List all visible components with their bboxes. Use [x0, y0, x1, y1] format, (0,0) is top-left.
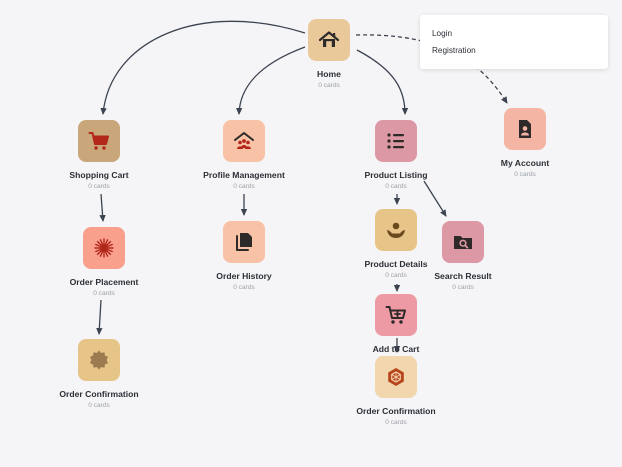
- node-order-history[interactable]: Order History 0 cards: [184, 221, 304, 291]
- node-product-details[interactable]: Product Details 0 cards: [336, 209, 456, 279]
- node-order-confirmation-2-count: 0 cards: [385, 419, 407, 426]
- home-icon: [318, 31, 340, 47]
- edge-cart-placement: [99, 193, 106, 222]
- node-product-details-label: Product Details: [364, 259, 428, 269]
- node-order-placement-count: 0 cards: [93, 290, 115, 297]
- node-shopping-cart-tile[interactable]: [78, 120, 120, 162]
- node-search-result[interactable]: Search Result 0 cards: [403, 221, 523, 291]
- node-product-listing-count: 0 cards: [385, 183, 407, 190]
- node-add-to-cart-label: Add to Cart: [372, 344, 420, 354]
- node-my-account-count: 0 cards: [514, 171, 536, 178]
- edge-home-cart: [100, 20, 306, 115]
- node-order-placement[interactable]: Order Placement 0 cards: [44, 227, 164, 297]
- node-search-result-label: Search Result: [434, 271, 492, 281]
- node-home-label: Home: [317, 69, 341, 79]
- menu-item-login[interactable]: Login: [432, 29, 453, 38]
- node-profile-management[interactable]: Profile Management 0 cards: [184, 120, 304, 190]
- team-icon: [234, 132, 254, 149]
- edge-placement-confirm1: [96, 299, 103, 335]
- hand-icon: [387, 222, 405, 238]
- edge-listing-search: [423, 180, 447, 217]
- node-product-listing[interactable]: Product Listing 0 cards: [336, 120, 456, 190]
- node-order-confirmation-1-tile[interactable]: [78, 339, 120, 381]
- hexagon-icon: [388, 368, 404, 386]
- badge-icon: [90, 350, 108, 370]
- node-order-history-count: 0 cards: [233, 284, 255, 291]
- node-shopping-cart-label: Shopping Cart: [69, 170, 129, 180]
- node-shopping-cart[interactable]: Shopping Cart 0 cards: [39, 120, 159, 190]
- cart-icon: [88, 132, 109, 150]
- node-order-placement-tile[interactable]: [83, 227, 125, 269]
- node-order-confirmation-1[interactable]: Order Confirmation 0 cards: [39, 339, 159, 409]
- account-icon: [519, 120, 531, 138]
- node-profile-management-count: 0 cards: [233, 183, 255, 190]
- node-my-account-label: My Account: [500, 158, 550, 168]
- node-product-details-count: 0 cards: [385, 272, 407, 279]
- node-shopping-cart-count: 0 cards: [88, 183, 110, 190]
- node-order-history-tile[interactable]: [223, 221, 265, 263]
- node-order-confirmation-1-label: Order Confirmation: [59, 389, 139, 399]
- node-add-to-cart-tile[interactable]: [375, 294, 417, 336]
- node-home-tile[interactable]: [308, 19, 350, 61]
- menu-item-registration[interactable]: Registration: [432, 46, 476, 55]
- node-product-details-tile[interactable]: [375, 209, 417, 251]
- node-my-account-tile[interactable]: [504, 108, 546, 150]
- node-profile-management-label: Profile Management: [203, 170, 285, 180]
- node-search-result-count: 0 cards: [452, 284, 474, 291]
- home-submenu-dropdown: Login Registration: [420, 15, 608, 69]
- burst-icon: [94, 238, 114, 258]
- folder-search-icon: [454, 236, 472, 249]
- cart-add-icon: [385, 306, 406, 324]
- node-home[interactable]: Home 0 cards: [269, 19, 389, 89]
- node-profile-management-tile[interactable]: [223, 120, 265, 162]
- node-home-count: 0 cards: [318, 82, 340, 89]
- node-order-history-label: Order History: [216, 271, 272, 281]
- node-order-confirmation-1-count: 0 cards: [88, 402, 110, 409]
- node-product-listing-label: Product Listing: [364, 170, 428, 180]
- node-product-listing-tile[interactable]: [375, 120, 417, 162]
- node-order-placement-label: Order Placement: [69, 277, 139, 287]
- node-order-confirmation-2-tile[interactable]: [375, 356, 417, 398]
- node-add-to-cart[interactable]: Add to Cart 0 cards: [336, 294, 456, 364]
- edge-home-profile: [235, 46, 306, 115]
- node-order-confirmation-2-label: Order Confirmation: [356, 406, 436, 416]
- edge-home-listing: [356, 49, 409, 115]
- node-order-confirmation-2[interactable]: Order Confirmation 0 cards: [336, 356, 456, 426]
- node-search-result-tile[interactable]: [442, 221, 484, 263]
- list-icon: [387, 133, 404, 149]
- copy-icon: [236, 233, 252, 251]
- node-my-account[interactable]: My Account 0 cards: [465, 108, 585, 178]
